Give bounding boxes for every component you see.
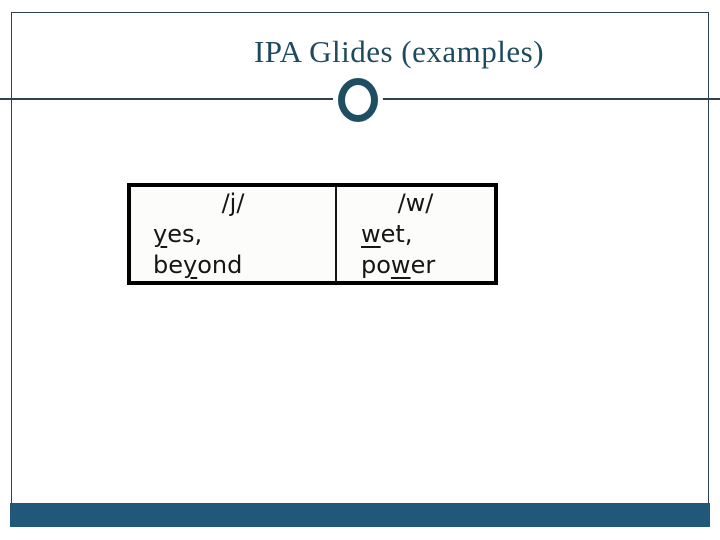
- example-word-wet: wet,: [337, 219, 494, 250]
- phoneme-header-j: /j/: [221, 189, 245, 217]
- table-column-w: /w/ wet, power: [337, 187, 494, 281]
- word-prefix: be: [153, 251, 183, 279]
- table-column-j: /j/ yes, beyond: [131, 187, 337, 281]
- example-word-beyond: beyond: [131, 250, 335, 281]
- glide-examples-table: /j/ yes, beyond /w/ wet, power: [127, 183, 498, 285]
- word-remainder: ond: [197, 251, 243, 279]
- circle-ornament: [338, 78, 378, 122]
- slide-title: IPA Glides (examples): [253, 34, 545, 69]
- example-word-power: power: [337, 250, 494, 281]
- underlined-letter: w: [390, 251, 411, 279]
- word-prefix: po: [361, 251, 391, 279]
- underlined-letter: y: [153, 220, 168, 248]
- phoneme-header-w: /w/: [397, 189, 434, 217]
- example-word-yes: yes,: [131, 219, 335, 250]
- underlined-letter: w: [361, 220, 381, 248]
- word-remainder: er: [410, 251, 436, 279]
- underlined-letter: y: [183, 251, 198, 279]
- word-remainder: es,: [167, 220, 203, 248]
- footer-accent-bar: [10, 503, 710, 527]
- word-remainder: et,: [380, 220, 413, 248]
